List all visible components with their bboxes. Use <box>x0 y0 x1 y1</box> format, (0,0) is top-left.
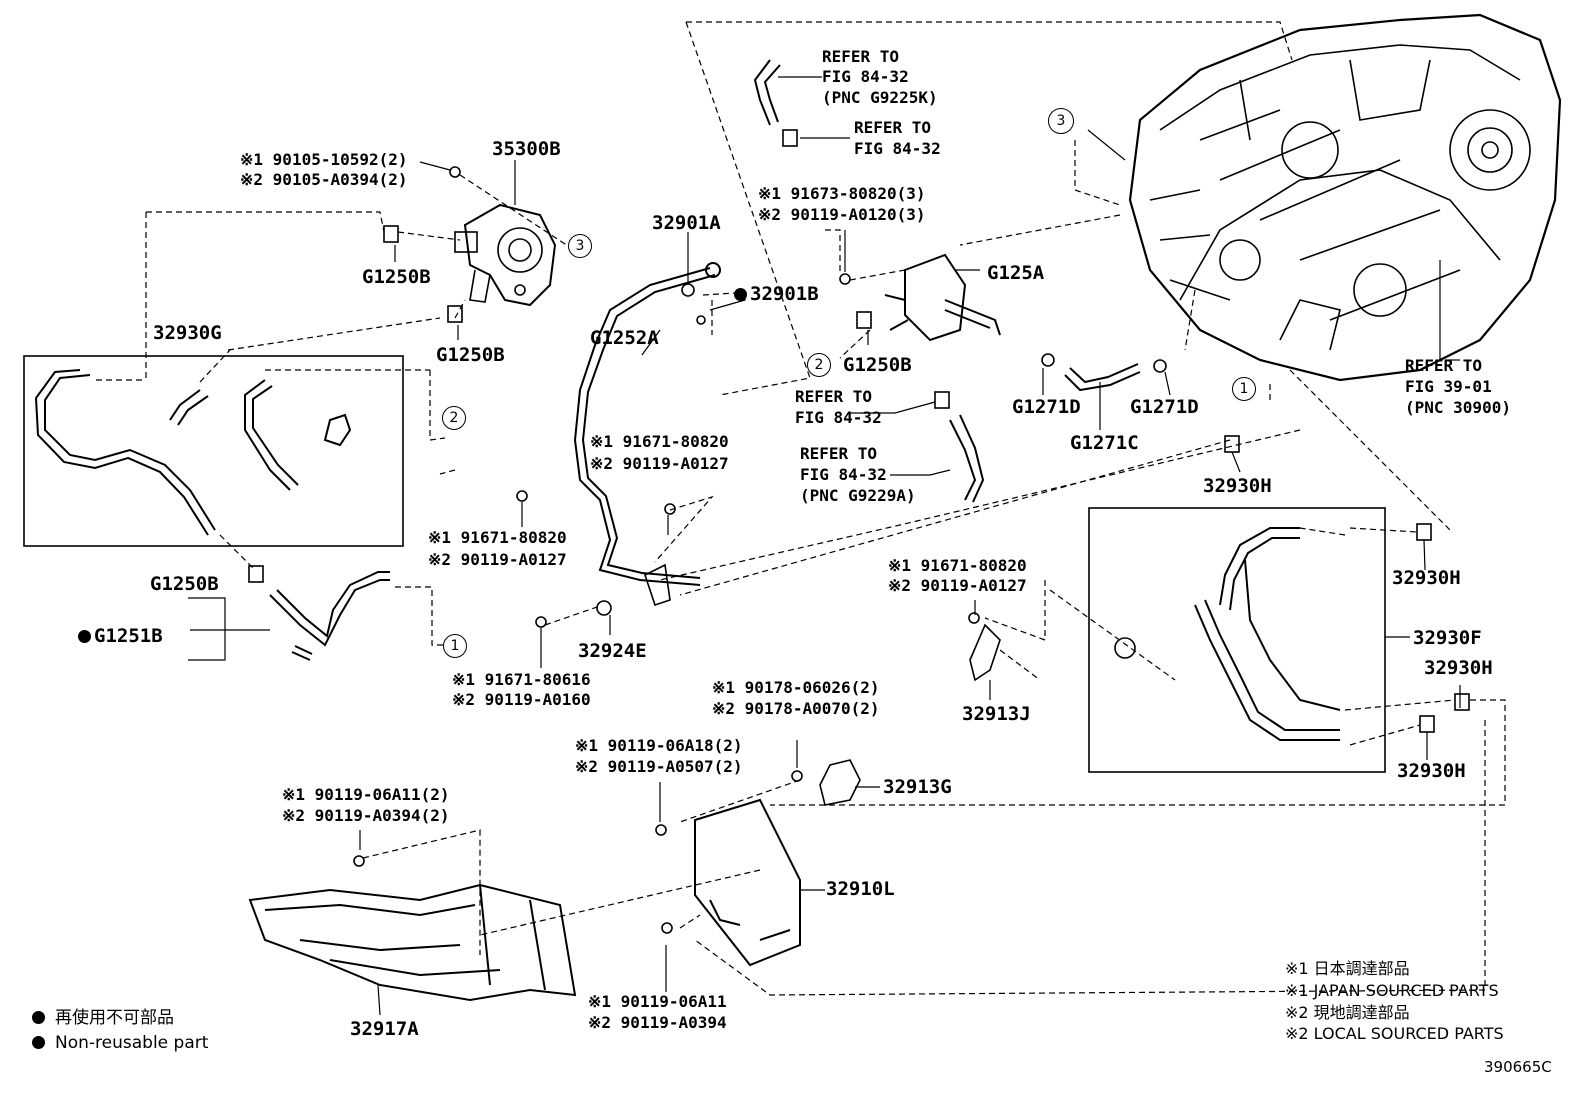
legend-nonreusable-en: Non-reusable part <box>32 1032 208 1054</box>
hose-kit-32930G-box <box>23 355 404 547</box>
hose-kit-32930G-hoses <box>34 369 352 536</box>
solid-leader-lines <box>188 76 1461 1016</box>
part-32910L-label[interactable]: 32910L <box>826 878 895 900</box>
part-32930H-label-3[interactable]: 32930H <box>1424 657 1493 679</box>
hose-kit-32930F-box <box>1088 507 1386 773</box>
undercover-32917A-drawing <box>248 883 577 1002</box>
nonreusable-dot-icon <box>734 288 747 301</box>
bolt-G1252A-lower-local-label[interactable]: ※2 90119-A0127 <box>428 550 567 569</box>
callout-1-pipe: 1 <box>443 634 467 658</box>
nonreusable-dot-icon <box>78 630 91 643</box>
ref-84-32-b-line2: FIG 84-32 <box>795 408 882 427</box>
ref-hose-G9229A-drawing <box>949 414 985 503</box>
ref-30900-line3: (PNC 30900) <box>1405 398 1511 417</box>
part-32913J-label[interactable]: 32913J <box>962 703 1031 725</box>
part-35300B-label[interactable]: 35300B <box>492 138 561 160</box>
part-32901A-label[interactable]: 32901A <box>652 212 721 234</box>
bolt-32924E-jp-label[interactable]: ※1 91671-80616 <box>452 670 591 689</box>
ref-84-32-b-line1: REFER TO <box>795 387 873 406</box>
figure-id: 390665C <box>1484 1058 1552 1076</box>
part-G125A-label[interactable]: G125A <box>987 262 1045 284</box>
bolt-32917A-jp-label[interactable]: ※1 90119-06A11(2) <box>282 785 450 804</box>
bolt-32910L-lower-local-label[interactable]: ※2 90119-A0394 <box>588 1013 727 1032</box>
bolt-32913G-jp-label[interactable]: ※1 90178-06026(2) <box>712 678 880 697</box>
callout-1-transmission: 1 <box>1232 377 1256 401</box>
bolt-35300B-jp-label[interactable]: ※1 90105-10592(2) <box>240 150 408 169</box>
legend-nonreusable-jp: 再使用不可部品 <box>32 1007 174 1029</box>
part-32924E-label[interactable]: 32924E <box>578 640 647 662</box>
bolt-32917A-local-label[interactable]: ※2 90119-A0394(2) <box>282 806 450 825</box>
bolt-32924E-local-label[interactable]: ※2 90119-A0160 <box>452 690 591 709</box>
ref-G9229A-line2: FIG 84-32 <box>800 465 887 484</box>
nonreusable-dot-icon <box>32 1011 45 1024</box>
bolt-35300B-local-label[interactable]: ※2 90105-A0394(2) <box>240 170 408 189</box>
hose-kit-32930F-hoses <box>1194 527 1341 741</box>
bracket-32913G-drawing <box>819 759 861 806</box>
ref-G9229A-line1: REFER TO <box>800 444 878 463</box>
part-G1250B-label-1[interactable]: G1250B <box>362 266 431 288</box>
transmission-assembly-drawing <box>1128 13 1562 382</box>
legend-note1-en: ※1 JAPAN SOURCED PARTS <box>1285 981 1499 1000</box>
bolt-G125A-jp-label[interactable]: ※1 91673-80820(3) <box>758 184 926 203</box>
ref-hose-G9225K-drawing <box>753 59 781 126</box>
part-32930H-label-4[interactable]: 32930H <box>1397 760 1466 782</box>
callout-3-pump: 3 <box>568 234 592 258</box>
part-G1250B-label-2[interactable]: G1250B <box>436 344 505 366</box>
ref-84-32-a-line1: REFER TO <box>854 118 932 137</box>
ref-G9225K-line3: (PNC G9225K) <box>822 88 938 107</box>
dashed-leader-lines <box>96 21 1506 996</box>
pump-35300B-drawing <box>454 203 557 307</box>
bolt-32910L-lower-jp-label[interactable]: ※1 90119-06A11 <box>588 992 727 1011</box>
bracket-g1252a-drawing <box>644 563 671 607</box>
ref-84-32-a-line2: FIG 84-32 <box>854 139 941 158</box>
callout-2-g125a: 2 <box>807 353 831 377</box>
part-32930G-label[interactable]: 32930G <box>153 322 222 344</box>
part-32930H-label-2[interactable]: 32930H <box>1392 567 1461 589</box>
bolt-G1252A-upper-jp-label[interactable]: ※1 91671-80820 <box>590 432 729 451</box>
filter-G125A-drawing <box>884 253 1001 342</box>
part-G1271C-label[interactable]: G1271C <box>1070 432 1139 454</box>
bolt-32913J-jp-label[interactable]: ※1 91671-80820 <box>888 556 1027 575</box>
bracket-32913J-drawing <box>969 623 1001 682</box>
ref-30900-line1: REFER TO <box>1405 356 1483 375</box>
part-32917A-label[interactable]: 32917A <box>350 1018 419 1040</box>
callout-3-transmission: 3 <box>1048 108 1074 134</box>
part-G1271D-label-2[interactable]: G1271D <box>1130 396 1199 418</box>
ref-30900-line2: FIG 39-01 <box>1405 377 1492 396</box>
part-G1251B-label[interactable]: G1251B <box>78 625 163 647</box>
ref-G9225K-line2: FIG 84-32 <box>822 67 909 86</box>
bolt-G1252A-lower-jp-label[interactable]: ※1 91671-80820 <box>428 528 567 547</box>
legend-note2-en: ※2 LOCAL SOURCED PARTS <box>1285 1024 1504 1043</box>
hose-G1271C-drawing <box>1064 363 1141 392</box>
ref-G9229A-line3: (PNC G9229A) <box>800 486 916 505</box>
bolt-G125A-local-label[interactable]: ※2 90119-A0120(3) <box>758 205 926 224</box>
part-G1252A-label[interactable]: G1252A <box>590 327 659 349</box>
bolt-G1252A-upper-local-label[interactable]: ※2 90119-A0127 <box>590 454 729 473</box>
part-32930H-label-1[interactable]: 32930H <box>1203 475 1272 497</box>
bolt-32913J-local-label[interactable]: ※2 90119-A0127 <box>888 576 1027 595</box>
cover-32910L-drawing <box>694 798 801 967</box>
part-32913G-label[interactable]: 32913G <box>883 776 952 798</box>
ref-G9225K-line1: REFER TO <box>822 47 900 66</box>
bolt-32910L-upper-jp-label[interactable]: ※1 90119-06A18(2) <box>575 736 743 755</box>
bolt-32910L-upper-local-label[interactable]: ※2 90119-A0507(2) <box>575 757 743 776</box>
bolt-32913G-local-label[interactable]: ※2 90178-A0070(2) <box>712 699 880 718</box>
pipe-G1252A-drawing <box>573 262 721 586</box>
legend-note1-jp: ※1 日本調達部品 <box>1285 959 1410 978</box>
part-G1271D-label-1[interactable]: G1271D <box>1012 396 1081 418</box>
part-G1250B-label-3[interactable]: G1250B <box>150 573 219 595</box>
part-32901B-label[interactable]: 32901B <box>734 283 819 305</box>
callout-2-hose: 2 <box>442 406 466 430</box>
nonreusable-dot-icon <box>32 1036 45 1049</box>
pipe-G1251B-drawing <box>269 571 390 661</box>
part-G1250B-label-4[interactable]: G1250B <box>843 354 912 376</box>
part-32930F-label[interactable]: 32930F <box>1413 627 1482 649</box>
legend-note2-jp: ※2 現地調達部品 <box>1285 1003 1410 1022</box>
